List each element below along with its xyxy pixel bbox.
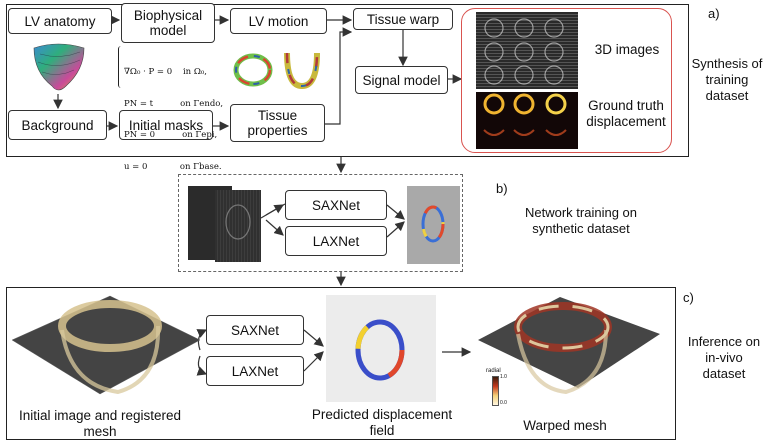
train-laxnet-box: LAXNet — [285, 226, 387, 256]
equation-line: ∇Ω₀ · P = 0 in Ω₀, — [124, 67, 208, 77]
tissue-properties-line1: Tissue — [257, 108, 298, 123]
equation-brace — [118, 46, 124, 88]
ground-truth-line1: Ground truth — [588, 98, 664, 113]
initial-image-caption-line2: mesh — [83, 424, 117, 439]
biophysical-model-box: Biophysical model — [121, 3, 215, 43]
initial-image-caption-line1: Initial image and registered — [18, 408, 182, 423]
predicted-caption-line1: Predicted displacement — [311, 407, 453, 422]
initial-image-caption: Initial image and registered mesh — [8, 408, 192, 440]
background-label: Background — [21, 117, 94, 133]
train-saxnet-box: SAXNet — [285, 190, 387, 220]
equation-line: u = 0 on Γbase. — [124, 161, 222, 172]
predicted-caption-line2: field — [369, 423, 395, 438]
panel-a-frame — [6, 4, 689, 157]
tissue-properties-line2: properties — [247, 123, 308, 138]
training-volume-front — [215, 190, 261, 262]
lv-motion-box: LV motion — [230, 8, 327, 34]
panel-c-caption: Inference on in-vivo dataset — [684, 334, 764, 382]
ground-truth-thumbnail — [476, 92, 578, 149]
lv-anatomy-box: LV anatomy — [8, 8, 112, 34]
predicted-field-caption: Predicted displacement field — [302, 407, 462, 439]
panel-a-tag: a) — [708, 6, 720, 21]
signal-model-box: Signal model — [355, 66, 448, 94]
predicted-field-canvas — [326, 295, 436, 402]
panel-a-caption: Synthesis of training dataset — [688, 56, 766, 104]
infer-saxnet-label: SAXNet — [230, 322, 280, 338]
background-box: Background — [8, 110, 107, 140]
lv-anatomy-label: LV anatomy — [24, 13, 96, 29]
3d-images-thumbnail — [476, 12, 578, 89]
ground-truth-line2: displacement — [586, 114, 666, 129]
panel-b-caption: Network training on synthetic dataset — [516, 205, 646, 237]
colorbar-title: radial — [486, 368, 501, 374]
infer-saxnet-box: SAXNet — [206, 315, 304, 345]
panel-c-caption-line1: Inference on — [687, 334, 761, 349]
train-laxnet-label: LAXNet — [312, 233, 360, 249]
biophysical-label-line1: Biophysical — [133, 8, 203, 23]
lv-motion-label: LV motion — [248, 13, 309, 29]
tissue-warp-label: Tissue warp — [366, 11, 440, 27]
radial-colorbar — [492, 376, 499, 406]
panel-a-caption-line2: training — [705, 72, 749, 87]
panel-c-caption-line3: dataset — [702, 366, 746, 381]
infer-laxnet-label: LAXNet — [231, 363, 279, 379]
panel-b-caption-line1: Network training on — [525, 205, 637, 220]
biophysical-label-line2: model — [149, 23, 187, 38]
infer-laxnet-box: LAXNet — [206, 356, 304, 386]
ground-truth-label: Ground truth displacement — [578, 98, 674, 130]
panel-b-caption-line2: synthetic dataset — [532, 221, 630, 236]
colorbar-min: 0.0 — [500, 400, 507, 406]
initial-masks-label: Initial masks — [128, 117, 204, 133]
panel-b-frame — [178, 174, 463, 272]
signal-model-label: Signal model — [362, 72, 441, 88]
panel-a-caption-line3: dataset — [705, 88, 749, 103]
training-output-slab — [407, 186, 460, 264]
equation-line: PN = 0 on Γepi, — [124, 130, 218, 140]
panel-b-tag: b) — [496, 181, 508, 196]
equation-line: PN = t on Γendo, — [124, 98, 224, 109]
tissue-properties-box: Tissue properties — [230, 104, 325, 142]
panel-a-caption-line1: Synthesis of — [691, 56, 763, 71]
initial-masks-box: Initial masks — [119, 110, 213, 140]
colorbar-max: 1.0 — [500, 374, 507, 380]
tissue-warp-box: Tissue warp — [353, 8, 453, 30]
train-saxnet-label: SAXNet — [311, 197, 361, 213]
boundary-equations: ∇Ω₀ · P = 0 in Ω₀, PN = t on Γendo, PN =… — [124, 46, 223, 193]
panel-c-tag: c) — [683, 290, 694, 305]
warped-mesh-caption: Warped mesh — [523, 418, 607, 433]
panel-c-caption-line2: in-vivo — [705, 350, 743, 365]
3d-images-label: 3D images — [594, 42, 660, 57]
panel-c-frame — [6, 287, 676, 440]
